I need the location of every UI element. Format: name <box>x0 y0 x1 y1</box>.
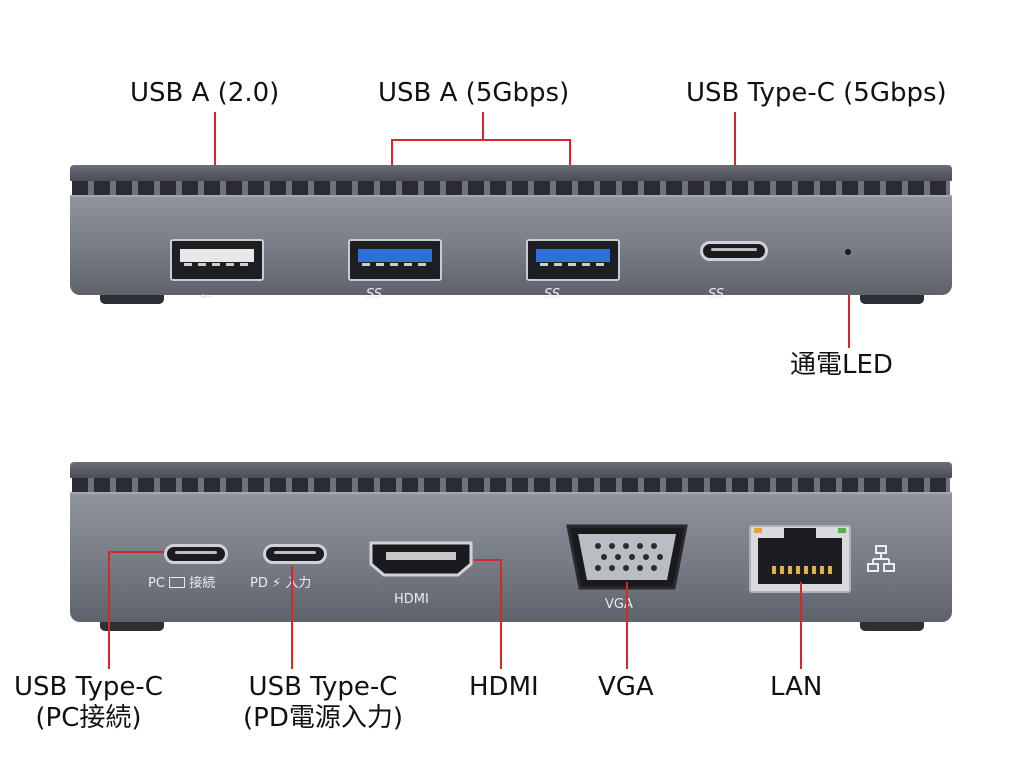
usb-a-5g-2-tongue <box>536 249 610 262</box>
network-icon <box>866 544 896 579</box>
usb-c-pc-port[interactable] <box>164 544 228 564</box>
hdmi-port-shape <box>369 541 473 577</box>
usb-a-5g-port-2[interactable] <box>526 239 620 281</box>
pc-connect-text: PC <box>148 576 165 591</box>
dock-top-vents <box>72 181 950 197</box>
leader-usb-a-5g-bridge <box>391 139 571 141</box>
dock-rear-vents <box>72 478 950 494</box>
usb-c-pc-bar <box>175 551 217 554</box>
dock-top-foot-right <box>860 295 924 304</box>
leader-hdmi-v <box>500 559 502 669</box>
ss-symbol-icon-1: SS <box>366 287 383 302</box>
usb-a-5g-1-pins <box>362 263 428 266</box>
pd-power-kanji: 入力 <box>285 576 312 591</box>
usb-c-pd-port[interactable] <box>263 544 327 564</box>
leader-usb-c-pd <box>291 566 293 669</box>
pd-power-marking: PD ⚡ 入力 <box>250 572 311 591</box>
leader-usb-a-5g-stem <box>482 112 484 140</box>
label-usb-c-pc-line2: (PC接続) <box>35 703 142 734</box>
label-vga: VGA <box>598 672 654 702</box>
label-usb-c-pc: USB Type-C (PC接続) <box>14 672 163 734</box>
label-usb-c-5g: USB Type-C (5Gbps) <box>686 78 947 108</box>
vga-port[interactable] <box>564 522 690 592</box>
usb-a-20-pins <box>184 263 250 266</box>
label-lan: LAN <box>770 672 823 702</box>
leader-power-led <box>848 254 850 348</box>
leader-usb-c-pc-h <box>108 551 164 553</box>
dock-rear-foot-right <box>860 622 924 631</box>
usb-a-5g-port-1[interactable] <box>348 239 442 281</box>
hdmi-marking: HDMI <box>394 592 429 607</box>
vga-port-shape <box>566 524 688 590</box>
label-hdmi: HDMI <box>469 672 539 702</box>
dock-rear-cap <box>70 462 952 478</box>
usb-a-20-tongue <box>180 249 254 262</box>
power-led-indicator <box>845 249 851 255</box>
label-usb-a-20: USB A (2.0) <box>130 78 280 108</box>
dock-top-foot-left <box>100 295 164 304</box>
ss-symbol-icon-2: SS <box>544 287 561 302</box>
usb-c-pd-bar <box>274 551 316 554</box>
lan-port-shape <box>749 525 851 593</box>
monitor-icon <box>169 577 186 588</box>
usb-symbol-icon: ⭠ <box>200 286 213 305</box>
label-usb-a-5g: USB A (5Gbps) <box>378 78 570 108</box>
pc-connect-kanji: 接続 <box>189 576 216 591</box>
usb-c-5g-bar <box>711 248 757 251</box>
usb-c-5g-port[interactable] <box>700 241 768 261</box>
lan-port[interactable] <box>748 522 852 594</box>
ss-symbol-icon-3: SS <box>708 287 725 302</box>
lightning-icon: ⚡ <box>272 576 282 591</box>
dock-top-cap <box>70 165 952 181</box>
label-usb-c-pc-line1: USB Type-C <box>14 672 163 702</box>
label-usb-c-pd: USB Type-C (PD電源入力) <box>243 672 403 734</box>
label-power-led: 通電LED <box>790 350 893 380</box>
dock-rear-foot-left <box>100 622 164 631</box>
hdmi-port[interactable] <box>368 540 474 578</box>
usb-a-5g-1-tongue <box>358 249 432 262</box>
leader-hdmi-h <box>474 559 502 561</box>
usb-a-5g-2-pins <box>540 263 606 266</box>
leader-vga <box>626 582 628 669</box>
pc-connect-marking: PC 接続 <box>148 572 215 591</box>
label-usb-c-pd-line2: (PD電源入力) <box>243 703 403 734</box>
label-usb-c-pd-line1: USB Type-C <box>248 672 398 702</box>
vga-marking: VGA <box>605 597 633 612</box>
leader-lan <box>800 582 802 669</box>
pd-power-text: PD <box>250 576 268 591</box>
leader-usb-c-pc-v <box>108 551 110 669</box>
usb-a-20-port[interactable] <box>170 239 264 281</box>
